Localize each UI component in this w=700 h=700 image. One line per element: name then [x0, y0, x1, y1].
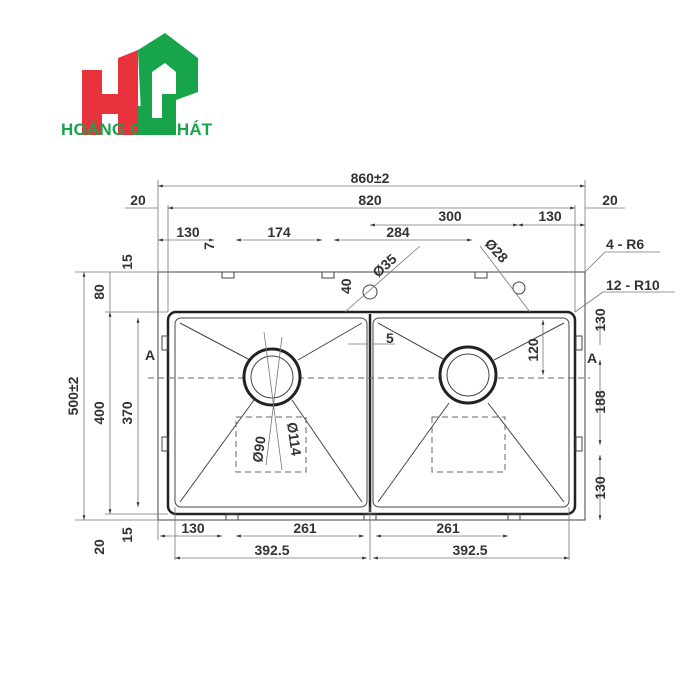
dim-span-284: 284 — [386, 224, 410, 240]
dim-overall-width: 860±2 — [351, 170, 390, 186]
logo-hg-house-icon — [82, 33, 198, 135]
brand-name-text: HOÀNG GIA PHÁT — [61, 120, 213, 139]
dim-radius-r10: 12 - R10 — [606, 277, 660, 293]
dim-right-margin: 20 — [602, 192, 618, 208]
dim-15-top: 15 — [119, 254, 135, 270]
dim-right-130: 130 — [538, 208, 562, 224]
right-drain-icon — [438, 345, 498, 405]
dim-span-300: 300 — [438, 208, 462, 224]
dim-span-174: 174 — [267, 224, 291, 240]
dim-hole-35: Ø35 — [369, 250, 400, 280]
sink-frame — [166, 310, 577, 516]
dim-bottom-right-261: 261 — [436, 520, 460, 536]
dim-bottom-right-392: 392.5 — [452, 542, 487, 558]
section-label-a-left: A — [145, 347, 155, 363]
left-bowl — [174, 317, 368, 508]
dim-drain-114: Ø114 — [284, 421, 305, 457]
dim-bottom-left-130: 130 — [181, 520, 205, 536]
dim-height-40: 40 — [338, 278, 354, 294]
dim-bottom-left-392: 392.5 — [254, 542, 289, 558]
left-drain-icon — [242, 347, 302, 407]
dim-80: 80 — [91, 284, 107, 300]
dim-188: 188 — [592, 390, 608, 414]
dim-120: 120 — [525, 338, 541, 362]
dim-hole-28: Ø28 — [482, 235, 512, 266]
dim-radius-r6: 4 - R6 — [606, 236, 644, 252]
sink-outer-deck — [157, 271, 586, 521]
faucet-hole-28-icon — [512, 281, 526, 295]
dim-bottom-left-261: 261 — [293, 520, 317, 536]
brand-logo — [80, 30, 240, 140]
dim-right-130-bottom: 130 — [592, 476, 608, 500]
dim-left-130: 130 — [176, 224, 200, 240]
dim-inner-width: 820 — [358, 192, 382, 208]
dim-drain-90: Ø90 — [249, 435, 269, 464]
dim-400: 400 — [91, 401, 107, 425]
dim-overall-depth: 500±2 — [65, 376, 81, 415]
dim-370: 370 — [119, 401, 135, 425]
dim-15-bottom: 15 — [119, 527, 135, 543]
dim-left-margin: 20 — [130, 192, 146, 208]
section-label-a-right: A — [587, 350, 597, 366]
dim-right-130-top: 130 — [592, 308, 608, 332]
dim-gap-5: 5 — [386, 330, 394, 346]
faucet-hole-35-icon — [362, 284, 378, 300]
dim-height-7: 7 — [201, 242, 217, 250]
right-bowl — [372, 317, 570, 508]
dim-20-bottom: 20 — [91, 539, 107, 555]
brand-name: HOÀNG GIA PHÁT — [61, 120, 212, 140]
